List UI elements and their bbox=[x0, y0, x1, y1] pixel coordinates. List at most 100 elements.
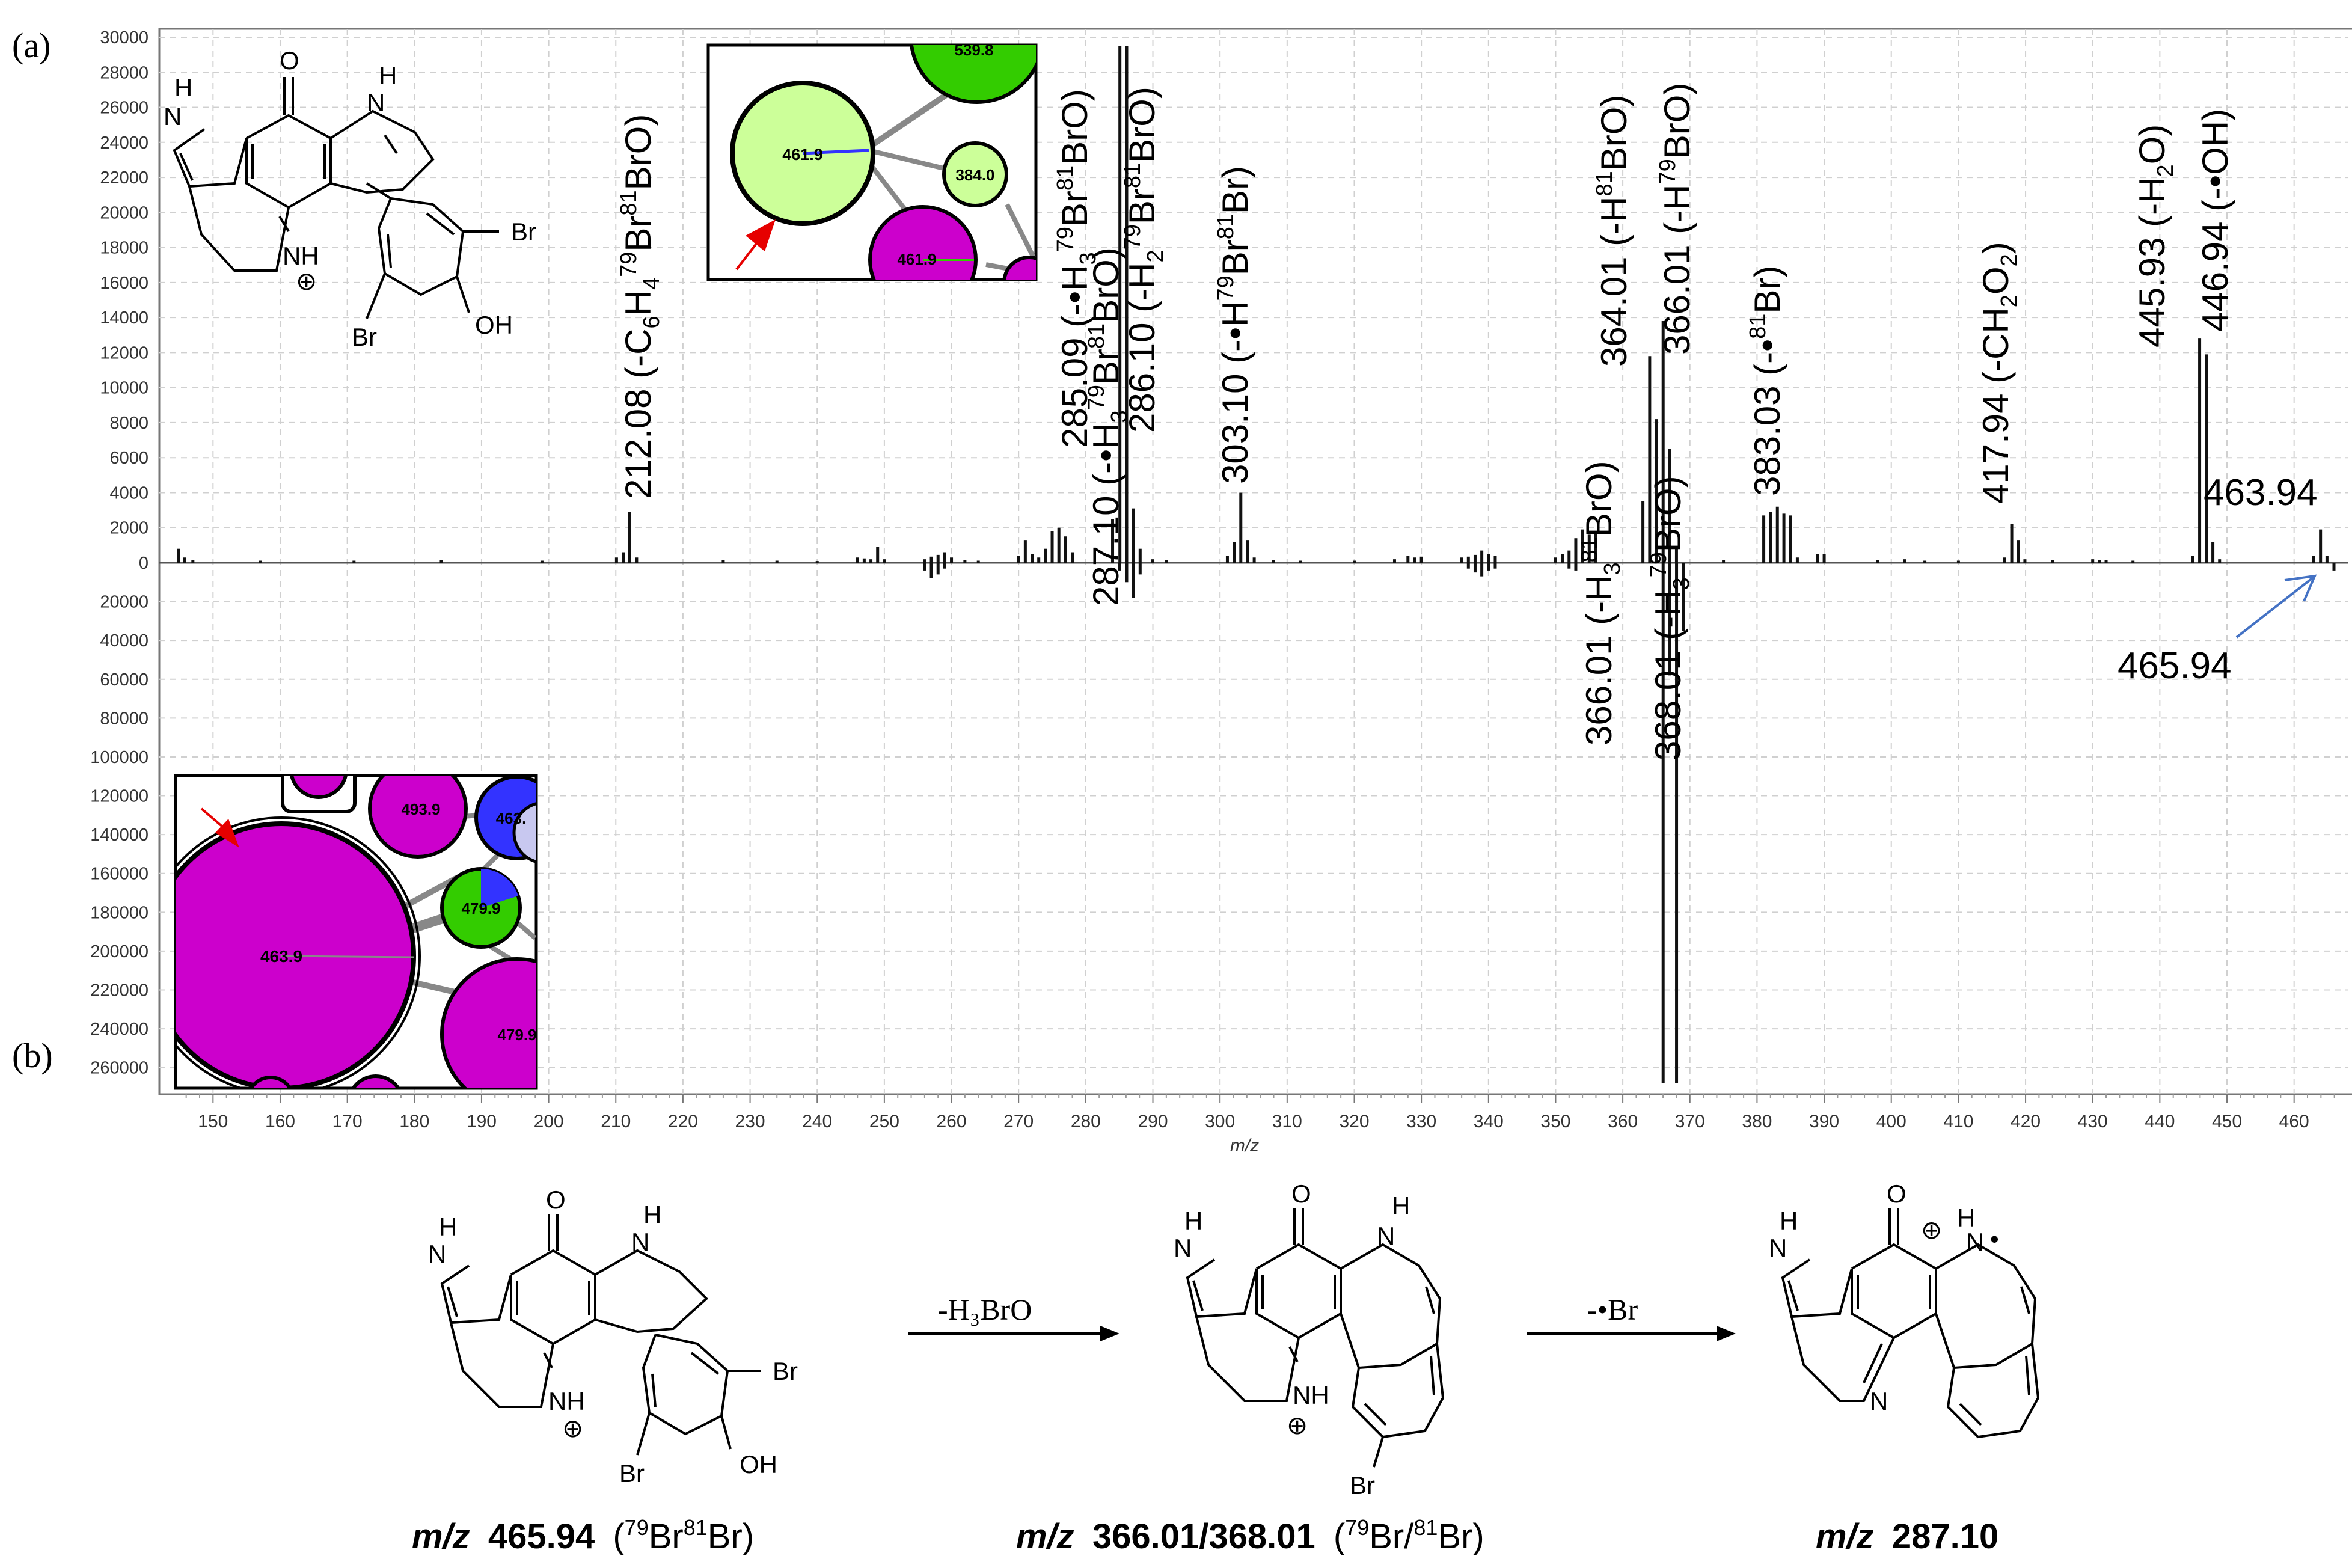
y-tick-label: 160000 bbox=[90, 865, 149, 884]
label-part: 3 bbox=[1107, 410, 1132, 423]
peak-label-212_08: 212.08 (-C6H479Br81BrO) bbox=[616, 114, 664, 499]
x-tick-label: 210 bbox=[601, 1112, 631, 1132]
reaction-arrow-2-label: -•Br bbox=[1587, 1293, 1638, 1326]
caption-465: m/z 465.94 (79Br81Br) bbox=[412, 1515, 754, 1556]
scheme-structure-1-labels: H N O H N NH ⊕ Br Br OH bbox=[428, 1186, 798, 1487]
atom-label: H bbox=[174, 73, 192, 102]
y-tick-label: 18000 bbox=[100, 239, 149, 258]
x-tick-label: 220 bbox=[668, 1112, 698, 1132]
peak-label-383_03: 383.03 (-•81Br) bbox=[1745, 266, 1787, 496]
atom-label: N bbox=[1966, 1228, 1984, 1256]
structure-top bbox=[173, 77, 499, 319]
network-node: 463. bbox=[474, 776, 536, 863]
top-peak-labels: 212.08 (-C6H479Br81BrO) 285.09 (-•H379Br8… bbox=[616, 83, 2235, 504]
network-node: 384.0 bbox=[942, 141, 1008, 207]
node-label: 463. bbox=[496, 809, 527, 827]
atom-label: H bbox=[1392, 1192, 1410, 1220]
peak-label-bottom-368_01: 368.01 (-H379BrO) bbox=[1646, 476, 1694, 761]
scheme-structure-2-labels: H N O H N NH ⊕ Br bbox=[1174, 1180, 1410, 1499]
x-tick-label: 160 bbox=[265, 1112, 295, 1132]
atom-label: O bbox=[280, 46, 299, 75]
y-tick-label: 60000 bbox=[100, 670, 149, 690]
y-tick-label: 200000 bbox=[90, 942, 149, 961]
label-part: O) bbox=[2132, 124, 2172, 165]
atom-label: OH bbox=[475, 311, 513, 339]
network-node: 493.9 bbox=[368, 776, 468, 859]
atom-label: Br bbox=[352, 323, 377, 351]
label-part: 79 bbox=[1655, 159, 1680, 184]
x-tick-label: 400 bbox=[1876, 1112, 1906, 1132]
network-edge bbox=[1005, 203, 1036, 260]
red-arrow-icon bbox=[735, 219, 776, 271]
bottom-spectrum-bars bbox=[923, 563, 2336, 1083]
atom-label: H bbox=[379, 61, 397, 90]
label-part: BrO) bbox=[1648, 476, 1688, 552]
label-part: Br bbox=[1122, 188, 1162, 224]
y-tick-label: 10000 bbox=[100, 379, 149, 398]
network-node: 461.9 bbox=[730, 81, 875, 226]
arrow-head-icon bbox=[1717, 1326, 1736, 1341]
y-tick-label: 120000 bbox=[90, 787, 149, 806]
x-tick-label: 380 bbox=[1742, 1112, 1772, 1132]
y-tick-label: 26000 bbox=[100, 99, 149, 118]
label-part: 212.08 (-C bbox=[618, 329, 658, 499]
y-tick-label: 100000 bbox=[90, 748, 149, 767]
x-tick-label: 280 bbox=[1071, 1112, 1101, 1132]
x-axis-label: m/z bbox=[1230, 1136, 1259, 1156]
peak-label-366_01: 366.01 (-H79BrO) bbox=[1655, 83, 1697, 355]
atom-label: NH bbox=[283, 242, 319, 270]
peak-label-446_94: 446.94 (-•OH) bbox=[2195, 109, 2235, 332]
peak-label-285_09: 285.09 (-•H379Br81BrO) bbox=[1053, 89, 1101, 448]
annotation-arrow bbox=[2235, 574, 2317, 639]
label-part: 4 bbox=[639, 277, 664, 290]
label-part: Br bbox=[1086, 349, 1126, 385]
y-tick-label: 40000 bbox=[100, 631, 149, 651]
x-tick-label: 340 bbox=[1474, 1112, 1504, 1132]
network-node: 539.8 bbox=[910, 41, 1036, 104]
atom-label: H bbox=[1957, 1204, 1975, 1232]
scheme-structure-1 bbox=[440, 1214, 761, 1456]
peak-label-417_94: 417.94 (-CH2O2) bbox=[1976, 242, 2022, 504]
x-tick-label: 250 bbox=[869, 1112, 899, 1132]
label-part: 81 bbox=[1745, 314, 1771, 339]
label-part: 364.01 (-H bbox=[1594, 197, 1634, 367]
label-part: BrO) bbox=[1594, 95, 1634, 171]
label-part: ) bbox=[1976, 242, 2016, 254]
label-part: 286.10 (-H bbox=[1122, 263, 1162, 433]
x-tick-label: 260 bbox=[937, 1112, 967, 1132]
node-label: 461.9 bbox=[782, 145, 823, 164]
atom-label: ⊕ bbox=[1921, 1216, 1942, 1244]
atom-label: N bbox=[367, 88, 385, 117]
spectrum-plot: 0200040006000800010000120001400016000180… bbox=[90, 28, 2352, 1156]
atom-label: O bbox=[1887, 1180, 1906, 1208]
atom-label: OH bbox=[740, 1450, 777, 1478]
y-tick-label: 0 bbox=[139, 554, 149, 573]
network-node: 479.9 bbox=[440, 867, 522, 949]
atom-label: H bbox=[1780, 1207, 1798, 1235]
peak-label-303_1: 303.10 (-•H79Br81Br) bbox=[1213, 166, 1255, 484]
label-part: 79 bbox=[1120, 224, 1145, 250]
node-label: 539.8 bbox=[954, 41, 993, 59]
network-node bbox=[249, 1074, 400, 1088]
label-part: BrO) bbox=[1055, 89, 1095, 165]
x-tick-label: 350 bbox=[1540, 1112, 1570, 1132]
inset-network-bottom: 493.9 463. 479.9 463.9 479.9 bbox=[174, 774, 538, 1090]
label-part: 3 bbox=[1076, 252, 1101, 265]
panel-b-label: (b) bbox=[12, 1036, 53, 1075]
node-label: 461.9 bbox=[897, 250, 936, 268]
atom-label: O bbox=[1291, 1180, 1311, 1208]
scheme-structure-3 bbox=[1781, 1208, 2040, 1439]
node-label: 479.9 bbox=[497, 1026, 536, 1044]
peak-label-bottom-366_01: 366.01 (-H381BrO) bbox=[1577, 461, 1625, 746]
network-node bbox=[1002, 256, 1036, 280]
x-tick-label: 200 bbox=[534, 1112, 564, 1132]
y-tick-label: 14000 bbox=[100, 308, 149, 328]
atom-label: N bbox=[1870, 1387, 1888, 1415]
x-tick-label: 390 bbox=[1809, 1112, 1839, 1132]
caption-287: m/z 287.10 bbox=[1816, 1517, 1998, 1556]
x-tick-label: 190 bbox=[467, 1112, 497, 1132]
label-part: Br) bbox=[1215, 166, 1255, 214]
atom-label: • bbox=[1990, 1225, 1999, 1253]
